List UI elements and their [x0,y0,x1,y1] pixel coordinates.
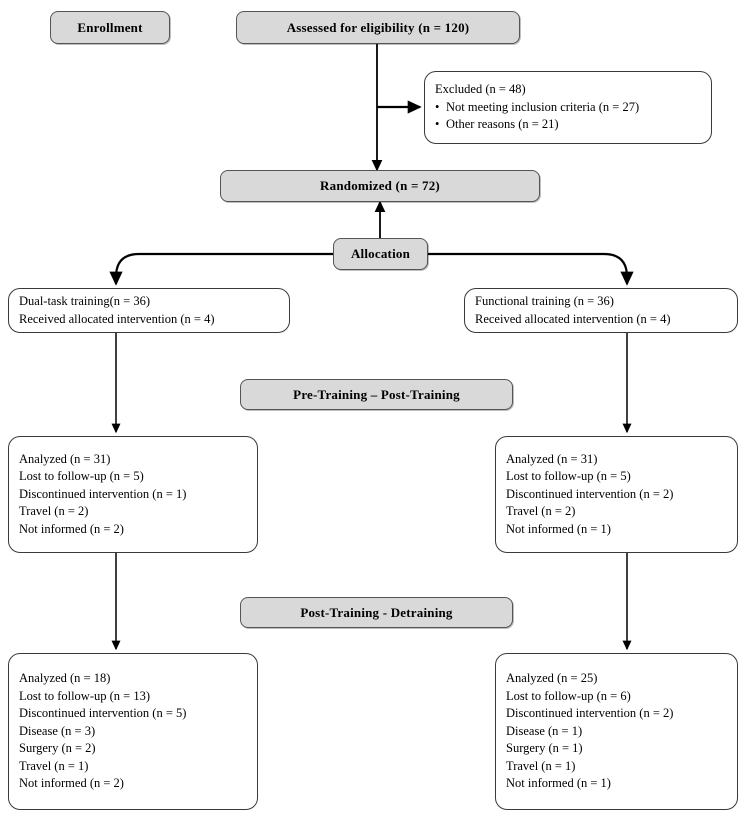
functional-detraining-line: Lost to follow-up (n = 6) [506,688,631,703]
functional-detraining-line: Disease (n = 1) [506,723,583,738]
dual-task-detraining-line: Not informed (n = 2) [19,776,124,791]
dual-task-detraining-line: Disease (n = 3) [19,723,96,738]
stage-post-detraining: Post-Training - Detraining [240,597,513,628]
excluded-total-line: Excluded (n = 48) [435,82,526,97]
dual-task-allocation-box: Dual-task training(n = 36) Received allo… [8,288,290,333]
dual-task-pre-post-box: Analyzed (n = 31) Lost to follow-up (n =… [8,436,258,553]
functional-detraining-line: Discontinued intervention (n = 2) [506,706,674,721]
dual-task-detraining-box: Analyzed (n = 18) Lost to follow-up (n =… [8,653,258,810]
excluded-reason-line: Not meeting inclusion criteria (n = 27) [435,99,701,117]
functional-detraining-line: Not informed (n = 1) [506,776,611,791]
functional-allocation-line: Functional training (n = 36) [475,294,614,308]
stage-pre-post-training: Pre-Training – Post-Training [240,379,513,410]
functional-pre-post-line: Travel (n = 2) [506,504,576,519]
dual-task-pre-post-line: Analyzed (n = 31) [19,451,111,466]
functional-pre-post-box: Analyzed (n = 31) Lost to follow-up (n =… [495,436,738,553]
stage-pre-post-training-label: Pre-Training – Post-Training [293,386,460,402]
functional-pre-post-line: Discontinued intervention (n = 2) [506,486,674,501]
functional-pre-post-line: Analyzed (n = 31) [506,451,598,466]
stage-post-detraining-label: Post-Training - Detraining [300,604,453,620]
excluded-reason-line: Other reasons (n = 21) [435,116,701,134]
excluded-box: Excluded (n = 48) Not meeting inclusion … [424,71,712,144]
dual-task-pre-post-line: Not informed (n = 2) [19,521,124,536]
functional-detraining-line: Analyzed (n = 25) [506,671,598,686]
stage-allocation: Allocation [333,238,428,270]
dual-task-pre-post-line: Discontinued intervention (n = 1) [19,486,187,501]
stage-allocation-label: Allocation [350,246,411,261]
randomized-label: Randomized (n = 72) [320,178,440,193]
stage-enrollment: Enrollment [50,11,170,44]
dual-task-detraining-line: Surgery (n = 2) [19,741,96,756]
dual-task-detraining-line: Analyzed (n = 18) [19,671,111,686]
functional-pre-post-line: Lost to follow-up (n = 5) [506,469,631,484]
randomized-box: Randomized (n = 72) [220,170,540,202]
functional-detraining-line: Surgery (n = 1) [506,741,583,756]
functional-allocation-box: Functional training (n = 36) Received al… [464,288,738,333]
dual-task-allocation-line: Dual-task training(n = 36) [19,294,150,308]
stage-enrollment-label: Enrollment [77,19,143,35]
functional-pre-post-line: Not informed (n = 1) [506,521,611,536]
dual-task-detraining-line: Travel (n = 1) [19,758,89,773]
functional-detraining-box: Analyzed (n = 25) Lost to follow-up (n =… [495,653,738,810]
functional-detraining-line: Travel (n = 1) [506,758,576,773]
assessed-for-eligibility-box: Assessed for eligibility (n = 120) [236,11,520,44]
functional-allocation-line: Received allocated intervention (n = 4) [475,311,671,326]
dual-task-allocation-line: Received allocated intervention (n = 4) [19,311,215,326]
dual-task-detraining-line: Discontinued intervention (n = 5) [19,706,187,721]
assessed-for-eligibility-label: Assessed for eligibility (n = 120) [286,19,470,35]
dual-task-detraining-line: Lost to follow-up (n = 13) [19,688,150,703]
dual-task-pre-post-line: Travel (n = 2) [19,504,89,519]
dual-task-pre-post-line: Lost to follow-up (n = 5) [19,469,144,484]
